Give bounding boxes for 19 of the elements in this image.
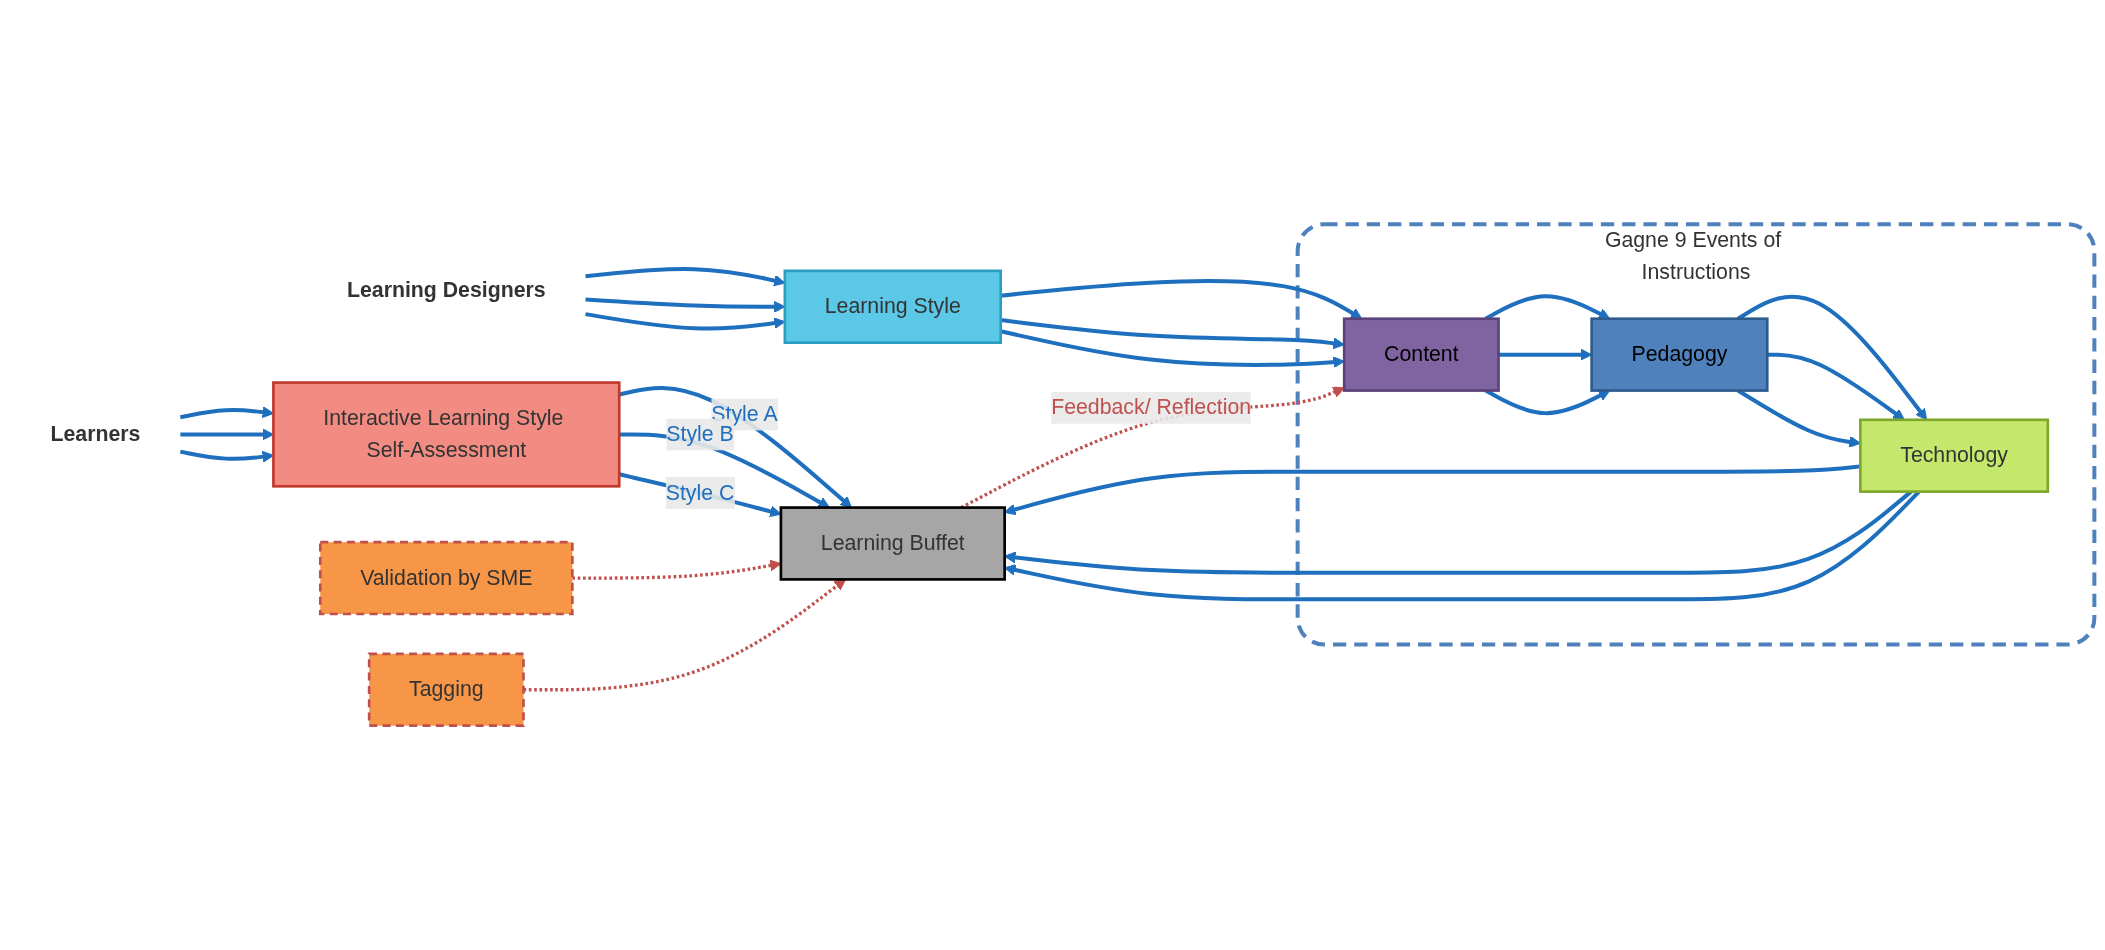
arrow (179, 406, 274, 420)
arrow (180, 428, 274, 441)
edge-label: Style C (665, 480, 735, 504)
node-box: Interactive Learning Style Self-Assessment (272, 381, 621, 488)
edge-label: Feedback/ Reflection (1051, 395, 1252, 419)
node-box: Pedagogy (1590, 317, 1769, 392)
arrow (179, 449, 274, 463)
arrow (1004, 464, 1861, 516)
node-box: Tagging (367, 652, 525, 728)
node-box: Learning Style (783, 269, 1003, 344)
node-box: Technology (1859, 418, 2050, 493)
node-text: Learning Designers (346, 278, 546, 302)
node-box: Learning Buffet (779, 506, 1006, 581)
arrow (1000, 318, 1345, 350)
node-box: Content (1342, 317, 1500, 392)
node-text: Learners (50, 422, 141, 446)
arrow (619, 432, 830, 509)
arrow (1000, 329, 1345, 368)
node-box: Validation by SME (318, 540, 574, 616)
